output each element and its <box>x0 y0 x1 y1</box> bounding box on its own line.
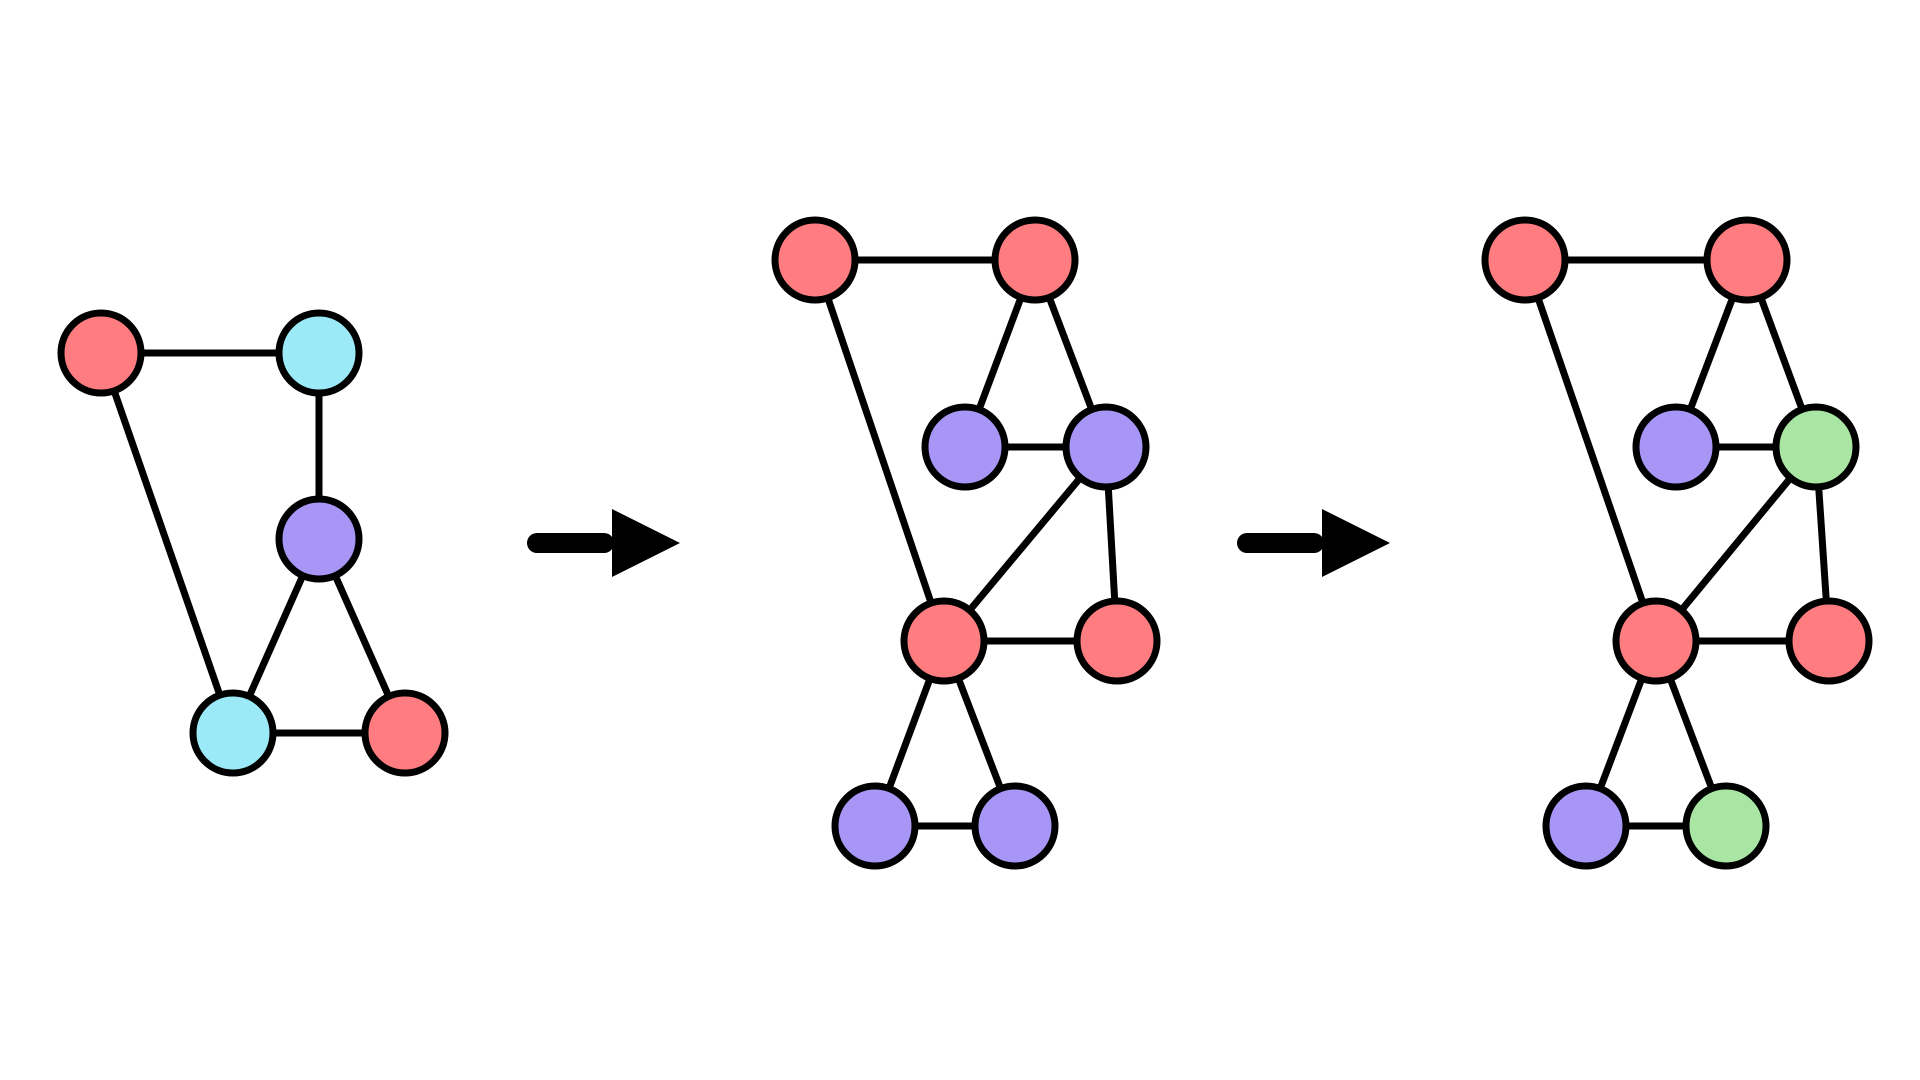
node-c-purple <box>275 495 363 583</box>
node-c-purple <box>1632 403 1720 491</box>
node-f-red <box>1073 597 1161 685</box>
node-h-green <box>1682 782 1770 870</box>
graph-3-nodes <box>1481 216 1873 870</box>
node-h-purple <box>971 782 1059 870</box>
node-c-purple <box>921 403 1009 491</box>
edge-a-e <box>811 256 948 645</box>
graph-2 <box>771 216 1161 870</box>
node-a-red <box>771 216 859 304</box>
arrow-head <box>612 509 680 577</box>
arrow-1-icon <box>527 509 680 577</box>
node-b-red <box>991 216 1079 304</box>
node-b-cyan <box>275 309 363 397</box>
node-e-red <box>1612 597 1700 685</box>
graphs <box>57 216 1873 870</box>
graph-3 <box>1481 216 1873 870</box>
graph-3-edges <box>1521 256 1833 830</box>
arrow-2-icon <box>1237 509 1390 577</box>
node-d-cyan <box>189 689 277 777</box>
graph-1 <box>57 309 449 777</box>
node-d-green <box>1772 403 1860 491</box>
node-e-red <box>361 689 449 777</box>
node-f-red <box>1785 597 1873 685</box>
arrow-shaft <box>527 533 614 553</box>
graph-2-nodes <box>771 216 1161 870</box>
arrow-head <box>1322 509 1390 577</box>
graph-1-nodes <box>57 309 449 777</box>
arrow-shaft <box>1237 533 1324 553</box>
node-g-purple <box>1542 782 1630 870</box>
graph-2-edges <box>811 256 1121 830</box>
edge-a-d <box>97 349 237 737</box>
node-g-purple <box>831 782 919 870</box>
node-a-red <box>57 309 145 397</box>
node-e-red <box>900 597 988 685</box>
node-d-purple <box>1062 403 1150 491</box>
edge-a-e <box>1521 256 1660 645</box>
node-b-red <box>1703 216 1791 304</box>
arrows <box>527 509 1390 577</box>
node-a-red <box>1481 216 1569 304</box>
